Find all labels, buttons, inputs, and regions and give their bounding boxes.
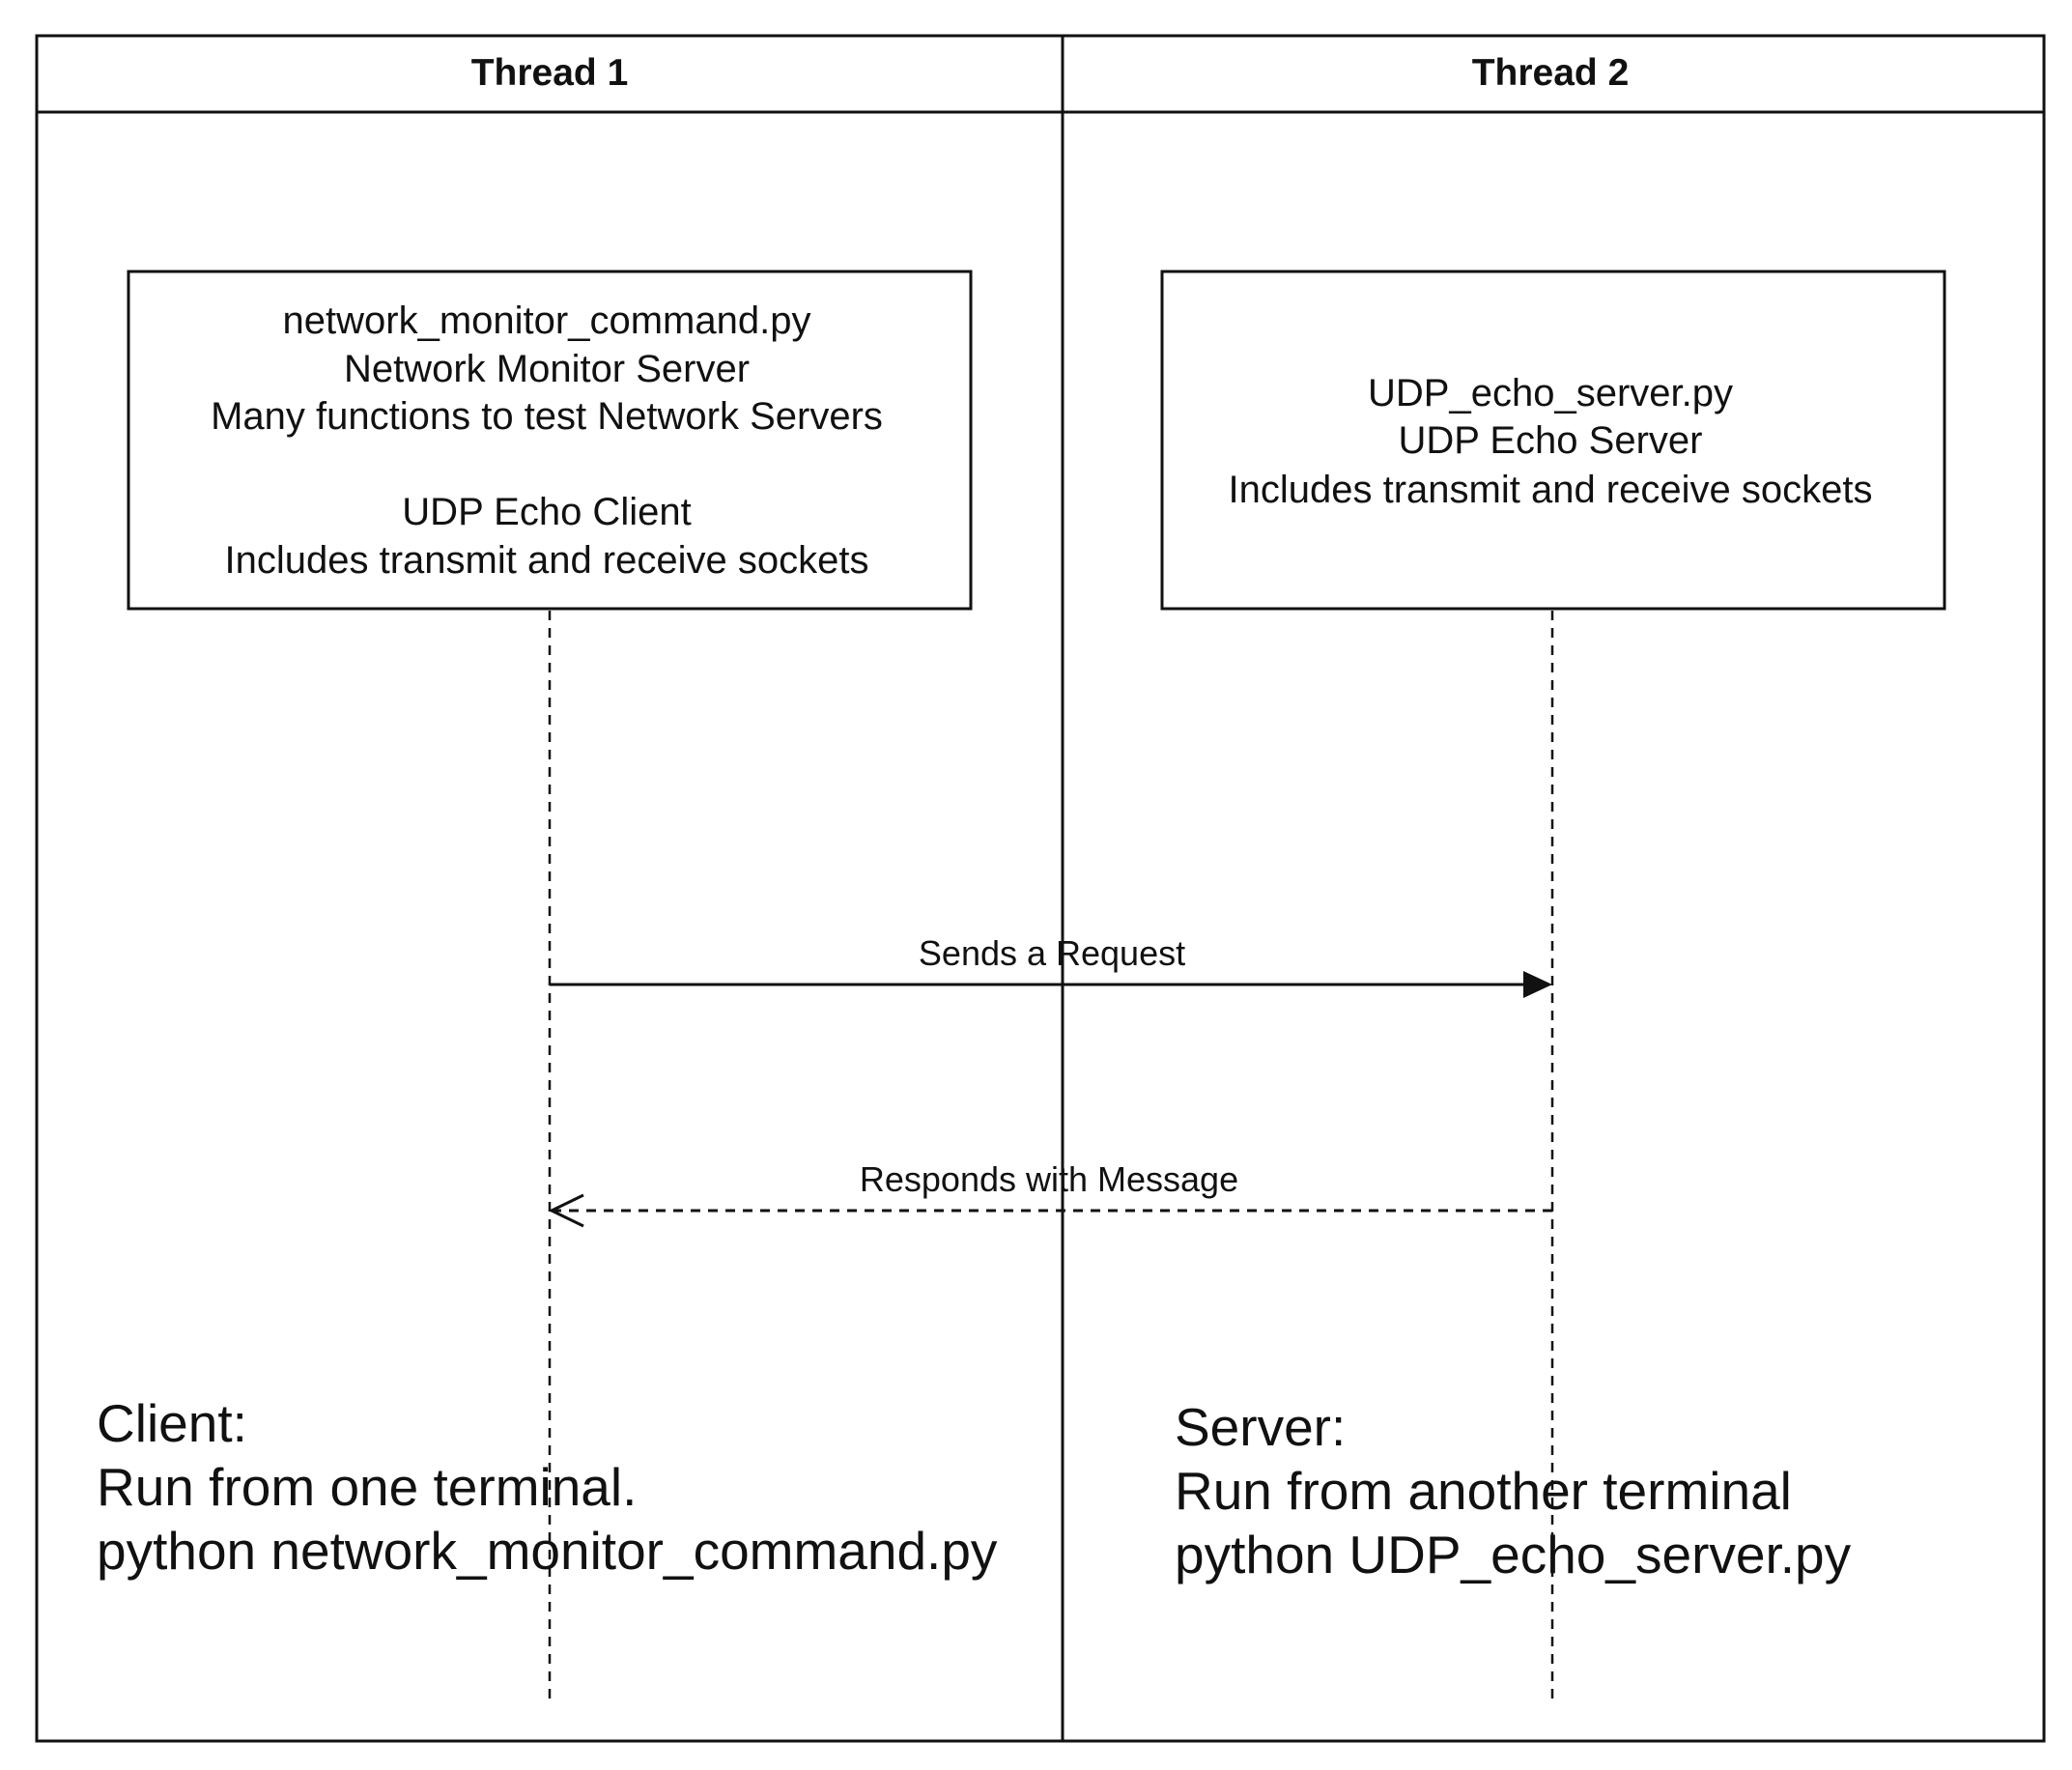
participant-server-box	[1160, 270, 1946, 611]
message-response-label: Responds with Message	[860, 1159, 1238, 1199]
lane-title-thread-1: Thread 1	[471, 52, 629, 94]
note-server-line-3: python UDP_echo_server.py	[1175, 1525, 1852, 1584]
arrowhead-filled-icon	[1523, 971, 1552, 998]
arrowhead-open-icon	[548, 1193, 584, 1228]
participant-client-line-6: Includes transmit and receive sockets	[225, 539, 869, 582]
participant-server-line-1: UDP_echo_server.py	[1368, 372, 1733, 414]
participant-server-line-3: Includes transmit and receive sockets	[1229, 469, 1873, 511]
participant-client-line-5: UDP Echo Client	[402, 491, 691, 533]
note-server-line-2: Run from another terminal	[1175, 1461, 1792, 1521]
participant-client-line-2: Network Monitor Server	[344, 348, 750, 390]
note-client-line-1: Client:	[97, 1393, 247, 1453]
participant-server-line-2: UDP Echo Server	[1399, 419, 1703, 462]
note-server: Server: Run from another terminal python…	[1175, 1397, 1852, 1584]
participant-server: UDP_echo_server.py UDP Echo Server Inclu…	[1160, 270, 1946, 611]
participant-client-box	[127, 270, 973, 611]
diagram-frame	[35, 34, 2046, 1743]
message-request-label: Sends a Request	[919, 933, 1185, 973]
participant-client-line-1: network_monitor_command.py	[283, 300, 811, 342]
message-response: Responds with Message	[548, 1159, 1552, 1228]
participant-client: network_monitor_command.py Network Monit…	[127, 270, 973, 611]
participant-client-line-3: Many functions to test Network Servers	[211, 395, 883, 438]
message-request: Sends a Request	[550, 933, 1552, 998]
note-client-line-2: Run from one terminal.	[97, 1457, 637, 1517]
note-client: Client: Run from one terminal. python ne…	[97, 1393, 998, 1581]
note-client-line-3: python network_monitor_command.py	[97, 1521, 998, 1581]
note-server-line-1: Server:	[1175, 1397, 1346, 1457]
lane-title-thread-2: Thread 2	[1472, 52, 1630, 94]
